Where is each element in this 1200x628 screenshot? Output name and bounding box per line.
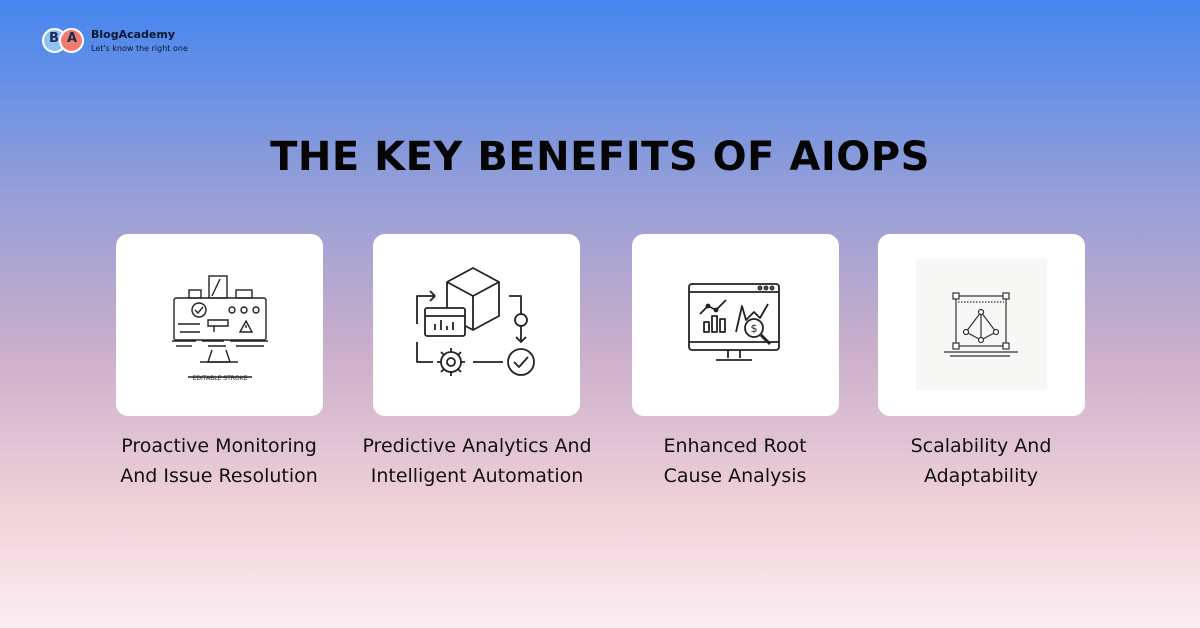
benefit-card-scalability [878, 234, 1085, 416]
benefit-label-root-cause: Enhanced Root Cause Analysis [663, 435, 807, 487]
benefit-card-root-cause: $ [632, 234, 839, 416]
brand-tagline: Let's know the right one [91, 44, 188, 53]
brand: B A BlogAcademy Let's know the right one [42, 28, 188, 53]
dollar-icon: $ [751, 322, 758, 335]
analytics-monitor-icon: $ [688, 283, 780, 361]
automation-cycle-icon [416, 267, 535, 376]
benefit-label-scalability: Scalability And Adaptability [910, 435, 1052, 487]
benefit-label-monitoring: Proactive Monitoring And Issue Resolutio… [120, 435, 318, 487]
brand-logo: B A [42, 28, 84, 53]
logo-letter-b: B [49, 31, 59, 46]
benefit-card-automation [373, 234, 580, 416]
benefit-label-automation: Predictive Analytics And Intelligent Aut… [362, 435, 592, 487]
monitoring-dashboard-icon: EDITABLE STROKE [172, 275, 268, 382]
brand-name: BlogAcademy [91, 28, 176, 41]
logo-letter-a: A [67, 31, 78, 46]
vector-scalability-icon [916, 259, 1047, 390]
editable-stroke-caption: EDITABLE STROKE [193, 375, 248, 382]
benefit-card-monitoring: EDITABLE STROKE [116, 234, 323, 416]
page-title: THE KEY BENEFITS OF AIOPS [270, 134, 930, 180]
